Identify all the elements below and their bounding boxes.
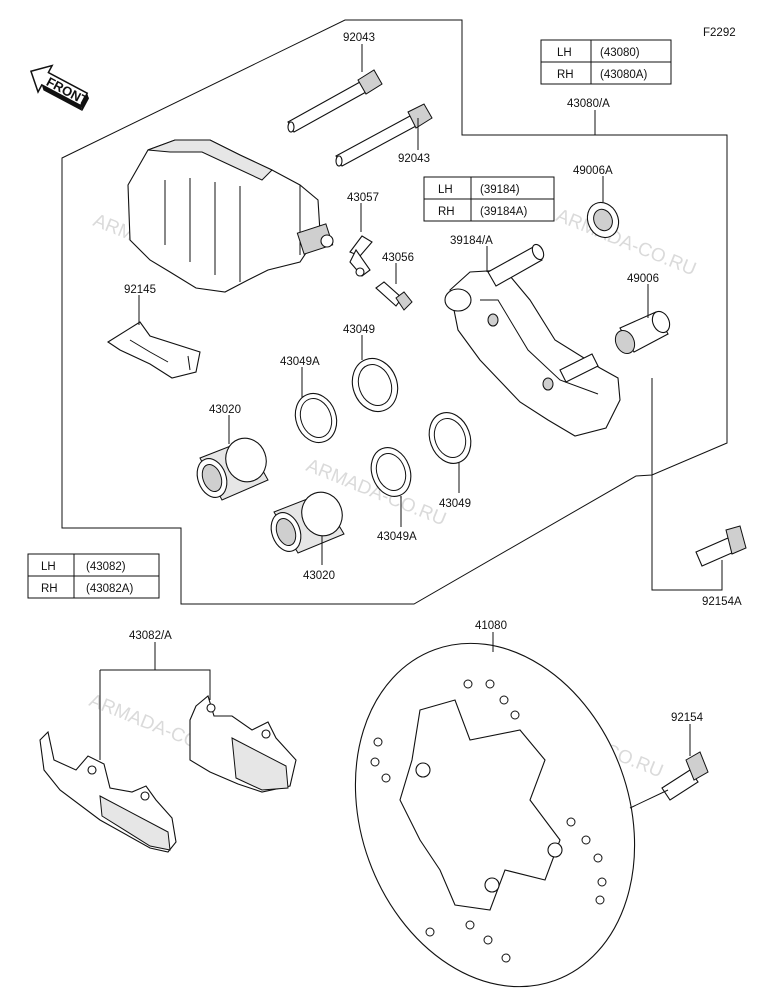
caliper-pin-lower	[335, 103, 433, 167]
part-labels: 92043 92043 43080/A 43057 43056 39184/A …	[124, 32, 742, 724]
table-row-side: RH	[557, 69, 574, 81]
brake-disc	[354, 642, 636, 988]
table-row-code: (43082)	[86, 561, 126, 573]
caliper-holder	[444, 243, 621, 437]
brake-pad-front	[189, 695, 297, 793]
label-pads-ref: 43082/A	[129, 630, 172, 642]
label-pin-lower: 92043	[398, 153, 430, 165]
label-disc: 41080	[475, 620, 507, 632]
table-row-side: RH	[41, 583, 58, 595]
label-boot-lower: 49006	[627, 273, 659, 285]
label-bolt-disc: 92154	[671, 712, 704, 724]
caliper-group-outline	[61, 19, 728, 605]
dust-seal-lower	[370, 447, 412, 497]
label-bolt-bracket: 92154A	[702, 596, 742, 608]
disc-bolt	[661, 751, 709, 801]
watermark: ARMADA-CO.RU	[553, 205, 699, 280]
label-seal-lower: 43049	[439, 498, 471, 510]
table-row-side: LH	[557, 47, 572, 59]
leader-lines	[99, 44, 723, 809]
label-seal-upper-a: 43049A	[280, 356, 320, 368]
boot-lower	[614, 310, 671, 355]
label-piston-upper: 43020	[209, 404, 241, 416]
piston-seal-upper	[351, 357, 399, 413]
table-row-side: LH	[438, 184, 453, 196]
pad-spring	[106, 321, 201, 379]
label-bracket-ref: 43080/A	[567, 98, 610, 110]
bracket-variant-table: LH (43080) RH (43080A)	[540, 39, 672, 85]
label-bleeder-valve: 43056	[382, 252, 414, 264]
holder-variant-table: LH (39184) RH (39184A)	[423, 176, 555, 222]
caliper-body	[127, 139, 334, 293]
pads-variant-table: LH (43082) RH (43082A)	[27, 553, 160, 599]
label-pin-top: 92043	[343, 32, 375, 44]
dust-seal-upper	[294, 392, 338, 444]
label-holder-ref: 39184/A	[450, 235, 493, 247]
label-piston-lower: 43020	[303, 570, 335, 582]
table-row-code: (39184A)	[480, 206, 527, 218]
table-row-code: (43080)	[600, 47, 640, 59]
label-seal-upper: 43049	[343, 324, 375, 336]
piston-lower	[270, 491, 345, 554]
caliper-pin-upper	[287, 69, 383, 133]
table-row-code: (43080A)	[600, 69, 647, 81]
label-seal-lower-a: 43049A	[377, 531, 417, 543]
label-boot-upper: 49006A	[573, 165, 613, 177]
table-row-code: (43082A)	[86, 583, 133, 595]
piston-seal-lower	[428, 412, 472, 464]
disc-holes	[370, 679, 607, 963]
front-arrow-icon: FRONT	[29, 64, 91, 112]
bracket-bolt	[695, 525, 747, 567]
figure-code: F2292	[703, 27, 736, 39]
label-spring: 92145	[124, 284, 156, 296]
table-row-code: (39184)	[480, 184, 520, 196]
bleeder-valve	[375, 281, 413, 311]
piston-upper	[196, 437, 269, 501]
bleeder-cap	[349, 235, 373, 277]
table-row-side: RH	[438, 206, 455, 218]
table-row-side: LH	[41, 561, 56, 573]
brake-pad-rear	[39, 730, 177, 853]
boot-upper	[586, 201, 620, 239]
label-bleeder-cap: 43057	[347, 192, 379, 204]
